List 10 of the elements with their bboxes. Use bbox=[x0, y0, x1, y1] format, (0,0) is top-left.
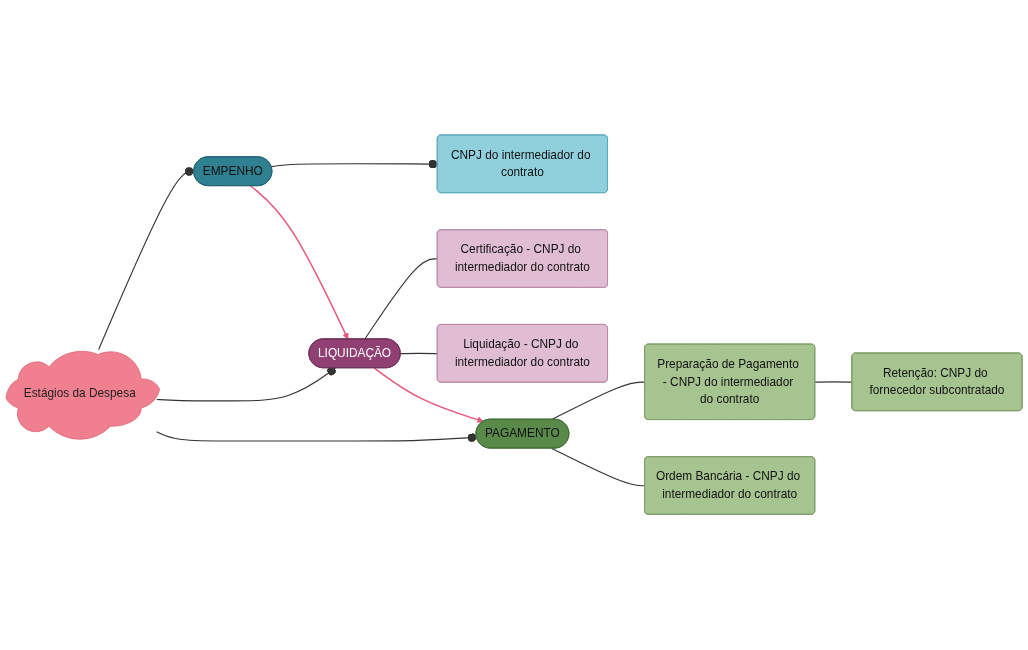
connector bbox=[814, 381, 853, 384]
connector bbox=[364, 258, 439, 341]
connector bbox=[98, 167, 195, 351]
connector bbox=[551, 381, 646, 421]
connector bbox=[551, 448, 646, 487]
connector bbox=[400, 353, 439, 355]
connector bbox=[156, 431, 478, 443]
arrow bbox=[249, 185, 349, 340]
connector bbox=[270, 159, 439, 169]
arrow bbox=[373, 367, 484, 424]
